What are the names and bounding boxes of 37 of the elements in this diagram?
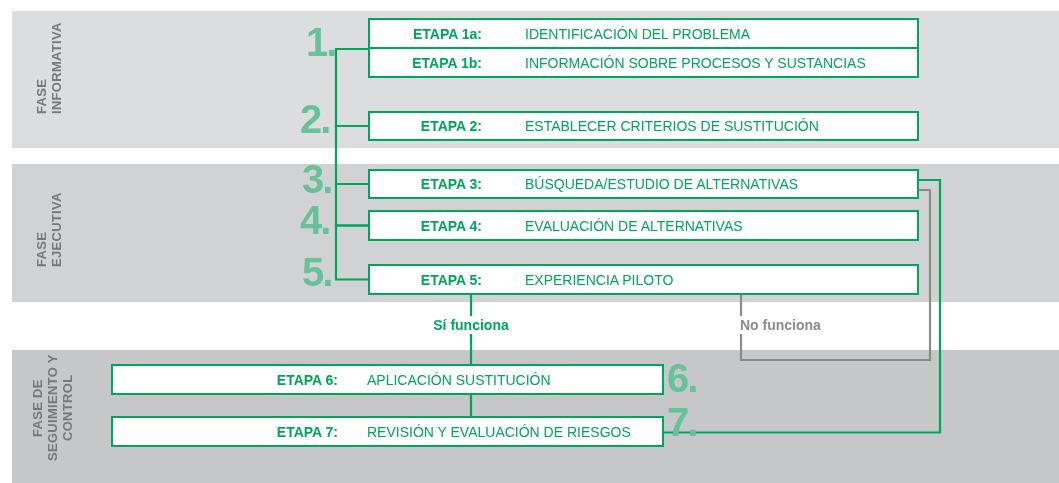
connector-line — [664, 178, 942, 434]
stage-title: EXPERIENCIA PILOTO — [525, 270, 674, 290]
phase-label: FASE DE SEGUIMIENTO Y CONTROL — [30, 354, 75, 462]
stage-title: IDENTIFICACIÓN DEL PROBLEMA — [525, 24, 751, 44]
step-number: 3. — [302, 159, 332, 199]
phase-band — [12, 11, 1059, 148]
stage-label: ETAPA 2: — [419, 117, 482, 136]
stage-box — [368, 47, 919, 78]
step-number: 2. — [300, 99, 330, 139]
stage-label: ETAPA 1b: — [411, 53, 482, 73]
step-number: 4. — [300, 200, 330, 240]
stage-title: APLICACIÓN SUSTITUCIÓN — [367, 370, 551, 390]
stage-title: INFORMACIÓN SOBRE PROCESOS Y SUSTANCIAS — [525, 53, 866, 73]
stage-title: ESTABLECER CRITERIOS DE SUSTITUCIÓN — [525, 117, 819, 136]
connector-line — [334, 224, 368, 281]
phase-band — [12, 350, 1059, 483]
connector-line — [334, 47, 368, 128]
stage-title: EVALUACIÓN DE ALTERNATIVAS — [525, 216, 743, 236]
stage-label: ETAPA 1a: — [412, 24, 482, 44]
step-number: 1. — [306, 22, 336, 62]
phase-label: FASE EJECUTIVA — [34, 191, 64, 267]
stage-title: BÚSQUEDA/ESTUDIO DE ALTERNATIVAS — [525, 175, 799, 194]
connector-line — [469, 395, 473, 416]
stage-title: REVISIÓN Y EVALUACIÓN DE RIESGOS — [367, 422, 631, 442]
stage-label: ETAPA 7: — [275, 422, 338, 442]
stage-label: ETAPA 4: — [419, 216, 482, 236]
phase-label: FASE INFORMATIVA — [34, 21, 64, 114]
connector-line — [334, 182, 368, 227]
connector-line — [739, 188, 932, 362]
edge-label: Sí funciona — [431, 316, 511, 334]
step-number: 6. — [667, 358, 697, 398]
phase-band — [12, 164, 1059, 302]
edge-label: No funciona — [738, 316, 823, 334]
stage-label: ETAPA 3: — [419, 175, 482, 194]
stage-label: ETAPA 5: — [419, 270, 482, 290]
step-number: 5. — [302, 252, 332, 292]
stage-label: ETAPA 6: — [275, 370, 338, 390]
